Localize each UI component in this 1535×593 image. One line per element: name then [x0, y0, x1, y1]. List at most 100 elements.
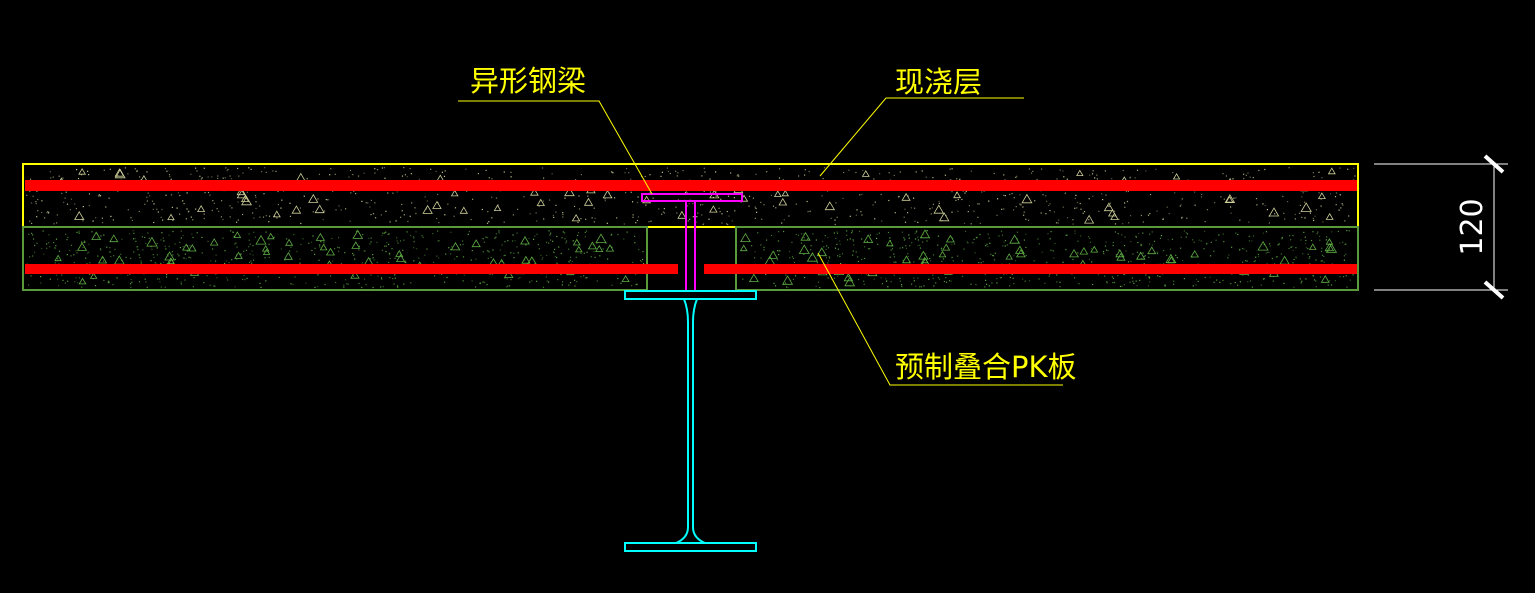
aggregate-dot: [938, 202, 940, 204]
aggregate-dot: [117, 174, 119, 176]
aggregate-dot: [510, 252, 512, 254]
aggregate-dot: [1013, 255, 1015, 257]
aggregate-dot: [965, 190, 967, 193]
aggregate-dot: [913, 277, 915, 279]
aggregate-dot: [754, 217, 756, 219]
aggregate-dot: [593, 207, 595, 209]
aggregate-dot: [62, 279, 64, 281]
aggregate-dot: [542, 257, 544, 259]
aggregate-dot: [386, 241, 388, 244]
aggregate-dot: [1049, 203, 1051, 205]
aggregate-dot: [1009, 193, 1011, 196]
aggregate-dot: [127, 274, 129, 276]
aggregate-dot: [611, 233, 613, 235]
aggregate-dot: [748, 205, 750, 207]
aggregate-dot: [36, 242, 38, 244]
aggregate-dot: [1172, 283, 1175, 285]
aggregate-dot: [385, 245, 387, 247]
aggregate-dot: [41, 200, 43, 202]
aggregate-triangle: [188, 244, 197, 252]
aggregate-dot: [94, 285, 97, 287]
aggregate-dot: [635, 284, 637, 286]
aggregate-dot: [793, 261, 796, 263]
aggregate-dot: [183, 203, 185, 205]
aggregate-dot: [826, 190, 829, 192]
aggregate-dot: [425, 208, 428, 210]
aggregate-dot: [637, 216, 640, 218]
aggregate-dot: [1011, 193, 1013, 195]
aggregate-dot: [259, 282, 261, 284]
aggregate-dot: [470, 218, 472, 221]
aggregate-dot: [1265, 252, 1267, 254]
aggregate-dot: [1276, 256, 1278, 258]
aggregate-dot: [1233, 197, 1235, 199]
aggregate-dot: [504, 241, 506, 243]
aggregate-dot: [1169, 248, 1172, 250]
aggregate-dot: [70, 255, 72, 257]
aggregate-dot: [234, 243, 236, 245]
aggregate-dot: [1300, 282, 1302, 284]
aggregate-dot: [1135, 280, 1137, 282]
aggregate-dot: [1032, 170, 1034, 172]
aggregate-dot: [513, 252, 515, 254]
aggregate-dot: [319, 246, 321, 248]
aggregate-dot: [1239, 219, 1241, 221]
thickness-dimension: [1374, 154, 1508, 300]
aggregate-dot: [1263, 278, 1265, 280]
aggregate-dot: [964, 230, 967, 233]
aggregate-dot: [1140, 214, 1142, 217]
aggregate-dot: [1059, 281, 1061, 283]
aggregate-dot: [1156, 210, 1158, 212]
aggregate-dot: [1204, 221, 1206, 223]
aggregate-dot: [974, 252, 976, 254]
aggregate-dot: [56, 214, 58, 216]
aggregate-dot: [1094, 177, 1096, 179]
aggregate-dot: [964, 192, 966, 194]
aggregate-triangle: [262, 248, 271, 255]
aggregate-dot: [702, 223, 704, 226]
aggregate-dot: [251, 262, 253, 264]
aggregate-dot: [397, 286, 399, 288]
aggregate-dot: [43, 253, 45, 255]
aggregate-dot: [632, 216, 634, 218]
aggregate-dot: [951, 243, 953, 245]
aggregate-dot: [249, 253, 251, 255]
aggregate-dot: [821, 240, 824, 242]
aggregate-dot: [1257, 255, 1260, 257]
aggregate-dot: [1066, 178, 1068, 180]
aggregate-dot: [1263, 244, 1265, 246]
aggregate-dot: [1230, 197, 1232, 199]
aggregate-dot: [250, 260, 252, 262]
h-steel-beam: [624, 290, 757, 552]
aggregate-dot: [955, 199, 957, 201]
aggregate-dot: [84, 241, 86, 243]
aggregate-dot: [828, 260, 830, 262]
aggregate-dot: [985, 279, 987, 281]
aggregate-dot: [989, 242, 991, 244]
aggregate-dot: [272, 170, 274, 172]
aggregate-dot: [836, 216, 838, 218]
aggregate-triangle: [1279, 255, 1290, 265]
aggregate-dot: [917, 239, 919, 241]
aggregate-dot: [1258, 169, 1260, 172]
aggregate-dot: [1123, 284, 1125, 286]
aggregate-dot: [1030, 172, 1033, 174]
aggregate-dot: [281, 199, 283, 201]
aggregate-dot: [968, 205, 970, 207]
aggregate-dot: [895, 261, 897, 263]
aggregate-dot: [1265, 231, 1268, 233]
aggregate-dot: [169, 176, 171, 178]
aggregate-dot: [102, 260, 105, 262]
aggregate-dot: [1215, 239, 1217, 241]
aggregate-dot: [263, 193, 265, 195]
aggregate-dot: [1056, 281, 1058, 283]
aggregate-dot: [82, 246, 84, 248]
aggregate-dot: [1315, 209, 1318, 211]
aggregate-dot: [394, 274, 396, 276]
aggregate-dot: [1239, 248, 1241, 250]
aggregate-dot: [1180, 247, 1182, 249]
aggregate-dot: [374, 168, 376, 170]
aggregate-dot: [957, 198, 959, 201]
aggregate-dot: [516, 246, 518, 248]
